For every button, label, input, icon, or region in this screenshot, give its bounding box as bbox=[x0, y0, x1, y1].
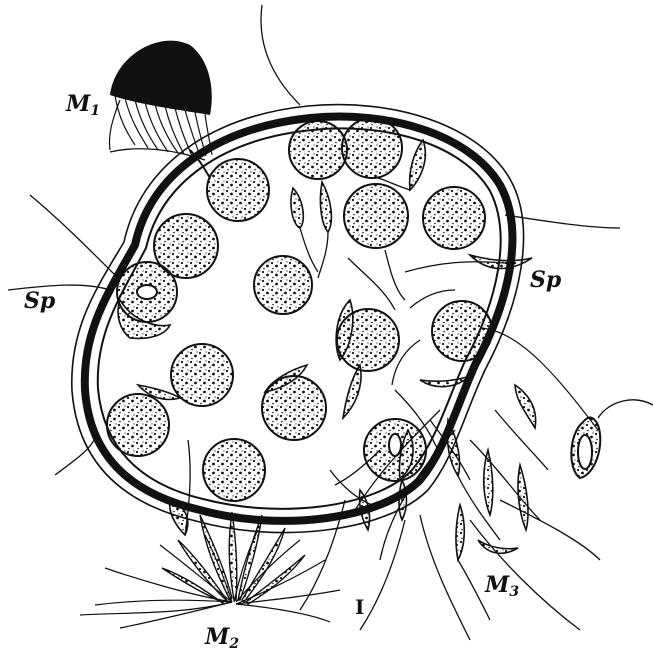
label-m1-sub: 1 bbox=[90, 103, 100, 119]
label-m2-main: M bbox=[205, 624, 229, 650]
m1-organism bbox=[109, 41, 212, 178]
cell bbox=[423, 187, 485, 249]
label-m1: M1 bbox=[66, 93, 100, 118]
label-m1-main: M bbox=[66, 91, 90, 117]
label-i: I bbox=[355, 597, 364, 617]
label-sp-right: Sp bbox=[530, 269, 561, 291]
label-sp-left: Sp bbox=[24, 290, 55, 312]
cell bbox=[254, 256, 312, 314]
cell bbox=[342, 118, 402, 178]
label-m3-main: M bbox=[485, 572, 509, 598]
free-spore bbox=[480, 328, 653, 478]
label-m3: M3 bbox=[485, 574, 519, 599]
cell bbox=[344, 184, 408, 248]
label-m2-sub: 2 bbox=[229, 636, 239, 652]
m2-organism bbox=[80, 512, 340, 628]
cell bbox=[207, 159, 269, 221]
cell bbox=[203, 439, 265, 501]
label-m3-sub: 3 bbox=[509, 584, 519, 600]
cell bbox=[432, 301, 492, 361]
cell bbox=[171, 344, 233, 406]
cell bbox=[107, 394, 169, 456]
cell bbox=[289, 121, 347, 179]
label-m2: M2 bbox=[205, 626, 239, 651]
nucleus bbox=[137, 285, 157, 299]
